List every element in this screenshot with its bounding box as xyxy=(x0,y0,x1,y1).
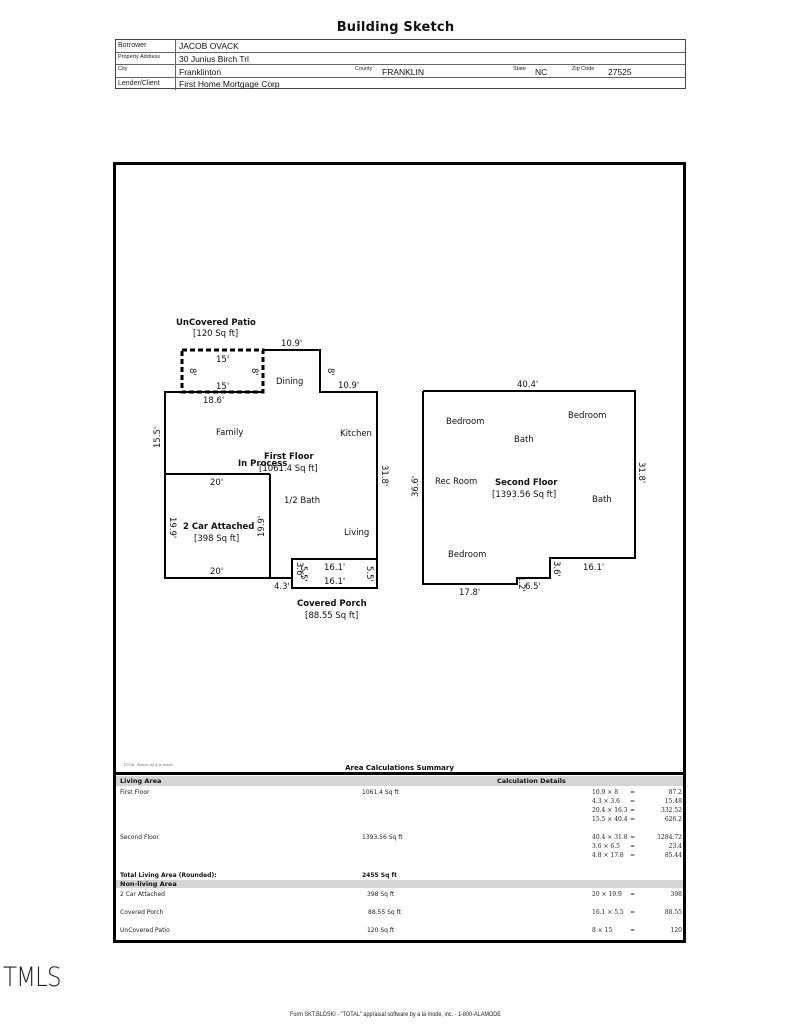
patio-row-name: UnCovered Patio xyxy=(120,927,170,934)
city-row: City Franklinton County FRANKLIN State N… xyxy=(116,65,685,78)
porch-row-name: Covered Porch xyxy=(120,909,164,916)
borrower-label: Borrower xyxy=(116,40,176,52)
total-living-label: Total Living Area (Rounded): xyxy=(120,872,217,879)
city-value: Franklinton xyxy=(179,67,222,77)
tmls-logo: TMLS xyxy=(3,962,62,993)
summary-divider xyxy=(113,772,686,775)
non-living-header: Non-living Area xyxy=(116,880,683,888)
calc-line: 4.8 × 17.8=85.44 xyxy=(592,852,682,859)
state-label: State xyxy=(513,66,526,72)
calc-line: 10.9 × 8=87.2 xyxy=(592,789,682,796)
calc-line: 8 × 15=120 xyxy=(592,927,682,934)
borrower-value: JACOB OVACK xyxy=(179,41,239,51)
footer-text: Form SKT.BLDSKI - "TOTAL" appraisal soft… xyxy=(290,1011,501,1018)
garage-row-area: 398 Sq ft xyxy=(367,891,395,898)
living-area-label: Living Area xyxy=(120,777,162,785)
patio-row-area: 120 Sq ft xyxy=(367,927,395,934)
non-living-label: Non-living Area xyxy=(120,880,177,888)
summary-title: Area Calculations Summary xyxy=(345,764,454,772)
city-label: City xyxy=(116,65,176,77)
property-info-table: Borrower JACOB OVACK Property Address 30… xyxy=(115,39,686,90)
county-label: County xyxy=(355,66,373,72)
calc-line: 3.6 × 6.5=23.4 xyxy=(592,843,682,850)
calc-line: 40.4 × 31.8=1284.72 xyxy=(592,834,682,841)
living-area-header: Living Area Calculation Details xyxy=(116,776,683,786)
porch-row-area: 88.55 Sq ft xyxy=(368,909,401,916)
calc-line: 20 × 19.9=398 xyxy=(592,891,682,898)
lender-row: Lender/Client First Home Mortgage Corp xyxy=(116,77,685,90)
address-label: Property Address xyxy=(116,52,176,64)
calc-line: 4.3 × 3.6=15.48 xyxy=(592,798,682,805)
borrower-row: Borrower JACOB OVACK xyxy=(116,40,685,53)
zip-label: Zip Code xyxy=(572,66,595,72)
county-value: FRANKLIN xyxy=(382,67,425,77)
calc-line: 20.4 × 16.3=332.52 xyxy=(592,807,682,814)
first-floor-row-area: 1061.4 Sq ft xyxy=(362,789,399,796)
lender-value: First Home Mortgage Corp xyxy=(179,78,280,89)
second-floor-row-area: 1393.56 Sq ft xyxy=(362,834,403,841)
sketch-frame xyxy=(113,162,686,943)
page-title: Building Sketch xyxy=(336,20,455,35)
calc-line: 15.5 × 40.4=626.2 xyxy=(592,816,682,823)
total-living-value: 2455 Sq ft xyxy=(362,872,397,879)
address-value: 30 Junius Birch Trl xyxy=(179,53,249,64)
garage-row-name: 2 Car Attached xyxy=(120,891,165,898)
zip-value: 27525 xyxy=(608,67,632,77)
first-floor-row-name: First Floor xyxy=(120,789,150,796)
calc-line: 16.1 × 5.5=88.55 xyxy=(592,909,682,916)
address-row: Property Address 30 Junius Birch Trl xyxy=(116,52,685,65)
lender-label: Lender/Client xyxy=(116,77,176,90)
second-floor-row-name: Second Floor xyxy=(120,834,159,841)
calc-details-label: Calculation Details xyxy=(497,777,566,785)
sketch-credit: TOTAL Sketch by a la mode xyxy=(123,762,173,767)
state-value: NC xyxy=(535,67,548,77)
